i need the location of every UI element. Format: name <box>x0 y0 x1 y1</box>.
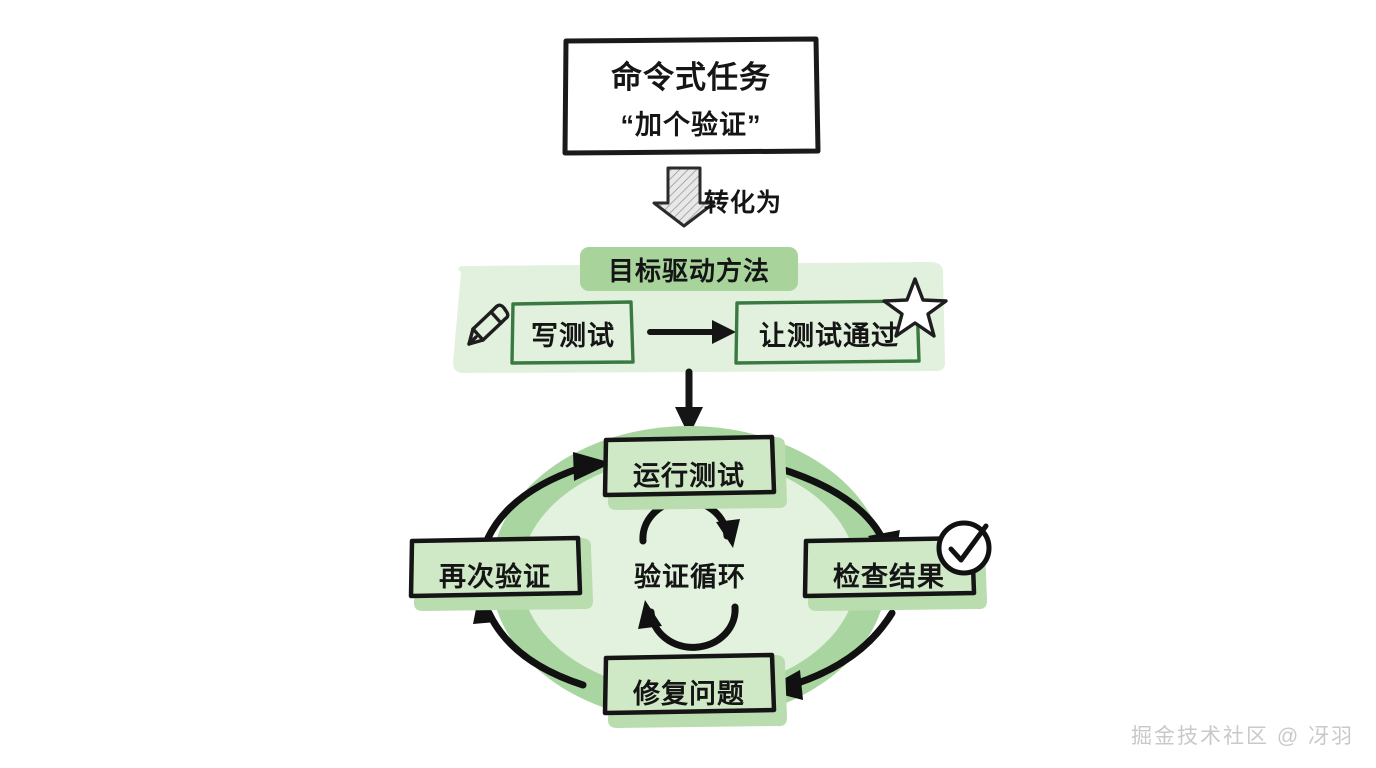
command-box-title: 命令式任务 <box>611 59 771 95</box>
goal-panel <box>453 247 945 373</box>
cycle-node-verify-again[interactable] <box>408 535 593 611</box>
pencil-icon <box>467 303 510 346</box>
cycle-node-label-fix-issue[interactable]: 修复问题 <box>633 678 745 709</box>
check-circle-icon <box>936 520 992 576</box>
cycle-node-fix-issue[interactable] <box>602 652 787 728</box>
transform-arrow-icon <box>652 166 716 228</box>
watermark: 掘金技术社区 @ 冴羽 <box>1131 725 1354 748</box>
transform-arrow-label: 转化为 <box>704 189 783 217</box>
cycle-node-label-verify-again[interactable]: 再次验证 <box>439 561 551 592</box>
step-connector-arrow <box>647 320 736 344</box>
goal-panel-header: 目标驱动方法 <box>607 255 770 286</box>
panel-to-cycle-arrow <box>675 368 703 436</box>
cycle-center-label: 验证循环 <box>634 561 746 592</box>
step-box-pass-test[interactable] <box>734 299 921 365</box>
step-label-pass-test[interactable]: 让测试通过 <box>759 320 899 351</box>
star-icon <box>882 277 948 338</box>
command-box-subtitle: “加个验证” <box>620 109 762 140</box>
step-box-write-test[interactable] <box>510 300 635 365</box>
cycle-node-run-test[interactable] <box>602 434 787 510</box>
cycle-ring <box>491 426 887 722</box>
cycle-node-label-check-result[interactable]: 检查结果 <box>833 561 945 592</box>
cycle-node-label-run-test[interactable]: 运行测试 <box>633 460 745 491</box>
step-label-write-test[interactable]: 写测试 <box>531 320 615 351</box>
command-box <box>562 36 821 156</box>
